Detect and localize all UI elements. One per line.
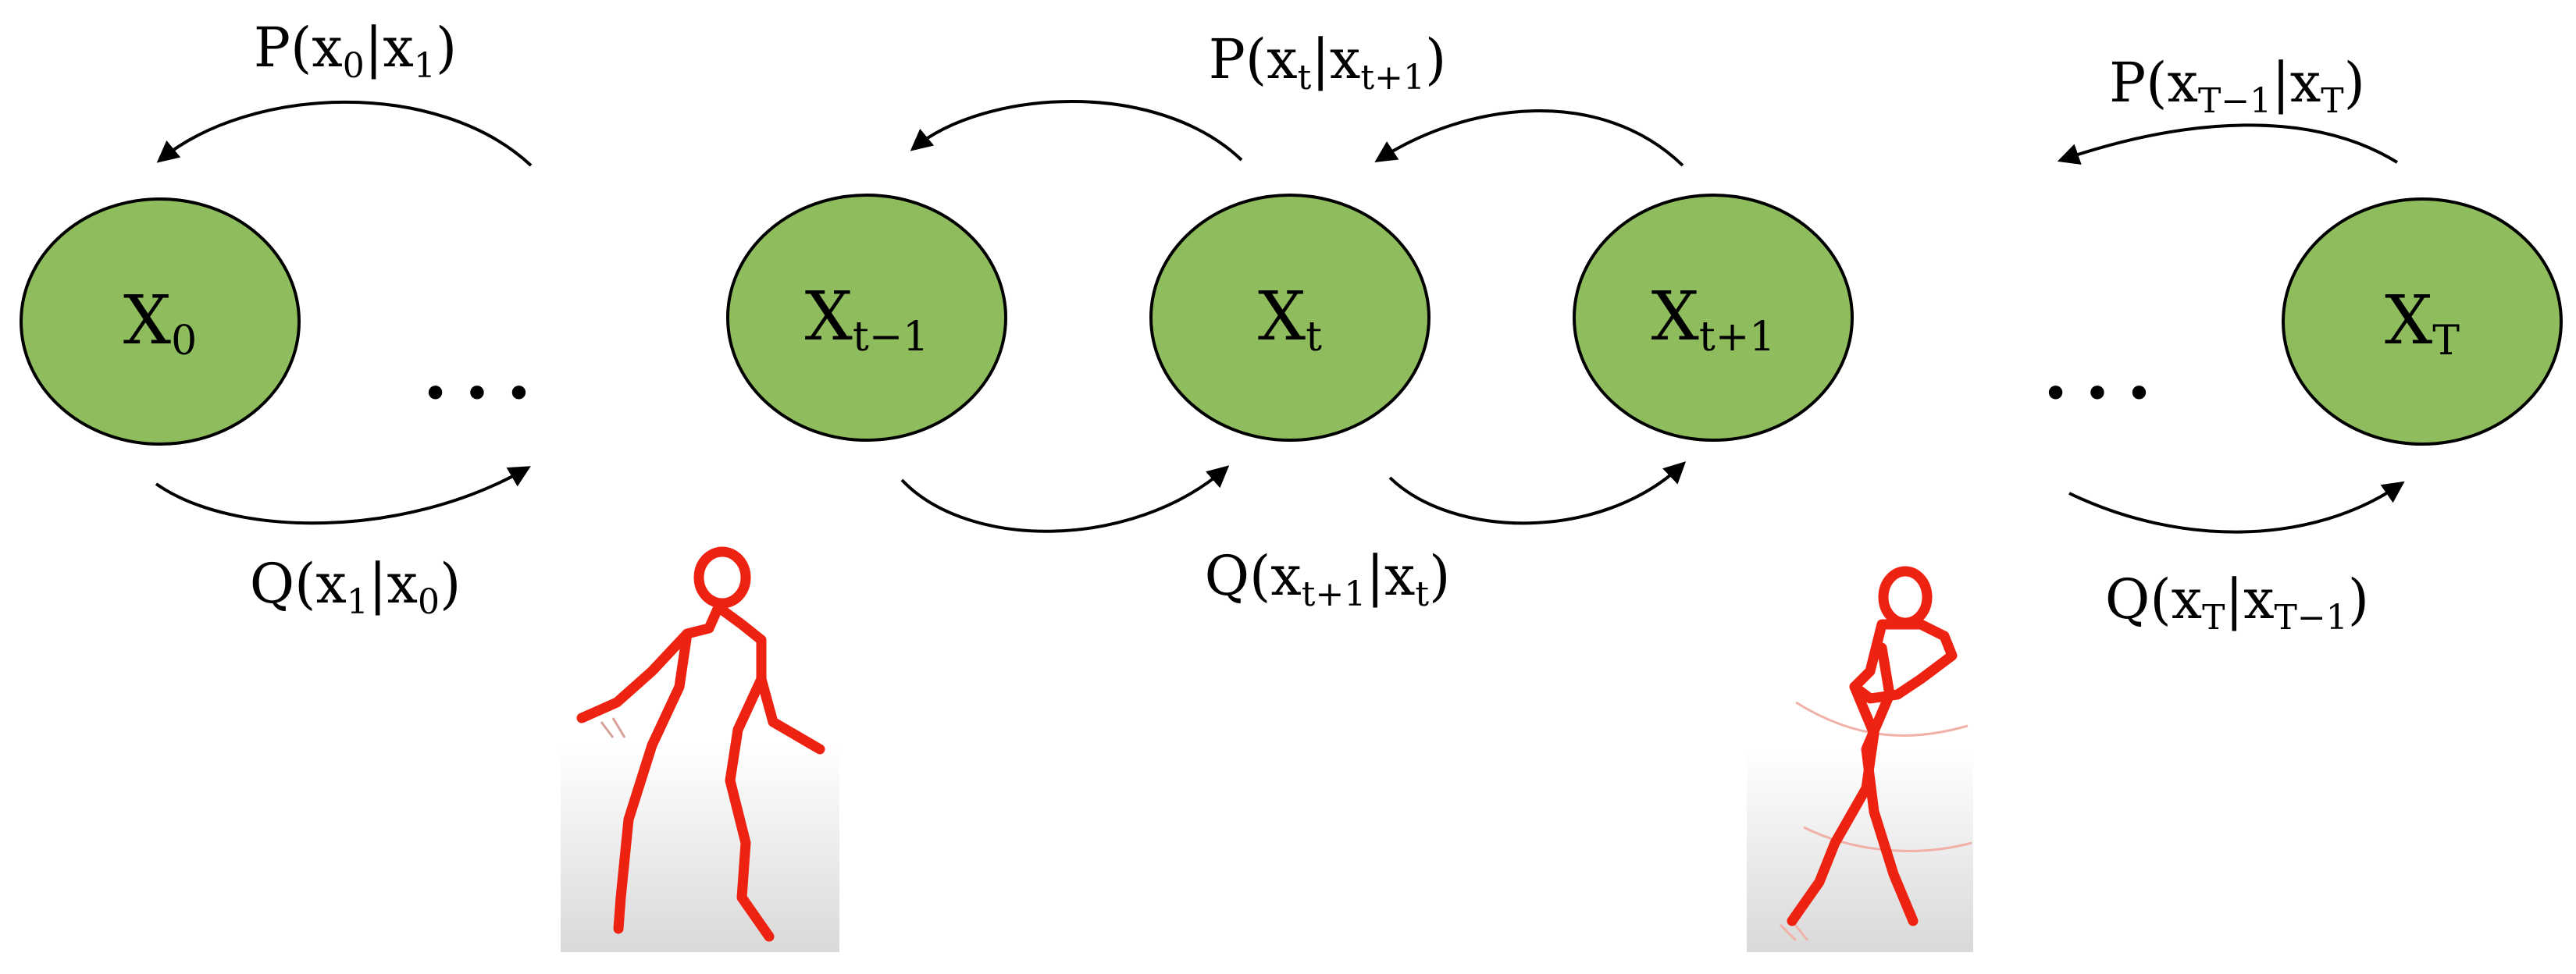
node-x0-label: X0: [123, 282, 197, 364]
node-xt: Xt: [1149, 194, 1431, 442]
node-xt-plus-1: Xt+1: [1573, 194, 1854, 442]
reverse-label-3: P(xT−1|xT): [2109, 51, 2365, 121]
forward-arrow-1: [155, 466, 531, 525]
forward-arrow-4: [2068, 481, 2405, 534]
node-xT: XT: [2282, 197, 2563, 446]
node-xt-minus-1-ellipse: [726, 194, 1007, 442]
node-xt-minus-1: Xt−1: [726, 194, 1007, 442]
node-xt-ellipse: [1149, 194, 1431, 442]
forward-label-3: Q(xT|xT−1): [2105, 567, 2369, 638]
forward-label-1: Q(x1|x0): [250, 552, 461, 622]
reverse-arrow-1: [156, 100, 533, 167]
ellipsis-left: •••: [422, 367, 547, 421]
node-x0: X0: [20, 197, 301, 446]
forward-label-2: Q(xt+1|xt): [1205, 544, 1451, 614]
node-xt-minus-1-label: Xt−1: [805, 278, 929, 361]
reverse-arrow-3: [1374, 109, 1684, 167]
reverse-label-1: P(x0|x1): [254, 16, 457, 86]
node-x0-ellipse: [20, 197, 301, 446]
node-xt-label: Xt: [1258, 278, 1322, 361]
forward-arrow-3: [1388, 461, 1687, 525]
node-xT-ellipse: [2282, 197, 2563, 446]
stick-figure-dancer-crossed-icon: [1747, 566, 1973, 952]
reverse-arrow-2: [910, 100, 1243, 162]
figure-right-floor: [1747, 749, 1973, 952]
ellipsis-right: •••: [2042, 367, 2167, 421]
node-xt-plus-1-ellipse: [1573, 194, 1854, 442]
figure-left-floor: [561, 745, 839, 952]
stick-figure-dancer-icon: [561, 546, 839, 952]
reverse-arrow-4: [2057, 123, 2399, 165]
forward-arrow-2: [900, 465, 1230, 533]
node-xt-plus-1-label: Xt+1: [1651, 278, 1776, 361]
node-xT-label: XT: [2385, 282, 2460, 364]
reverse-label-2: P(xt|xt+1): [1209, 27, 1447, 98]
